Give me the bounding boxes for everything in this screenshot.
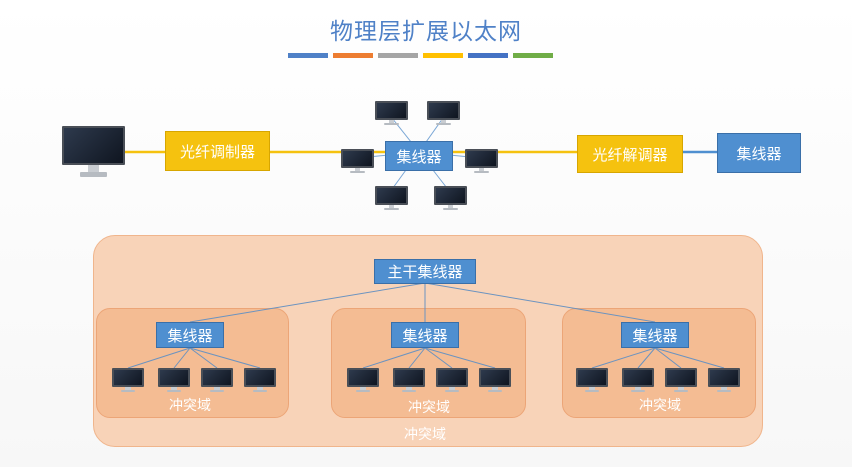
pc-icon (62, 126, 125, 180)
sub-hub-3: 集线器 (621, 322, 689, 348)
title-color-bar (423, 53, 463, 58)
pc-icon (622, 368, 654, 394)
pc-icon (434, 186, 467, 212)
pc-icon (436, 368, 468, 394)
main-hub: 主干集线器 (374, 259, 476, 284)
pc-icon (479, 368, 511, 394)
collision-domain-label-outer: 冲突域 (404, 427, 446, 443)
pc-icon (375, 186, 408, 212)
pc-icon (393, 368, 425, 394)
pc-icon (158, 368, 190, 394)
pc-icon (665, 368, 697, 394)
collision-domain-label-2: 冲突域 (408, 400, 450, 416)
pc-icon (112, 368, 144, 394)
pc-icon (465, 149, 498, 175)
page-title: 物理层扩展以太网 (330, 19, 522, 45)
fiber-demodulator: 光纤解调器 (577, 135, 683, 173)
pc-icon (201, 368, 233, 394)
title-color-bar (468, 53, 508, 58)
title-color-bar (288, 53, 328, 58)
collision-domain-label-1: 冲突域 (169, 398, 211, 414)
pc-icon (427, 101, 460, 127)
pc-icon (347, 368, 379, 394)
pc-icon (576, 368, 608, 394)
right-hub: 集线器 (717, 133, 801, 173)
pc-icon (375, 101, 408, 127)
collision-domain-label-3: 冲突域 (639, 398, 681, 414)
fiber-modulator: 光纤调制器 (165, 131, 270, 171)
title-color-bar (378, 53, 418, 58)
title-color-bar (513, 53, 553, 58)
sub-hub-2: 集线器 (391, 322, 459, 348)
pc-icon (244, 368, 276, 394)
center-hub: 集线器 (385, 141, 453, 171)
pc-icon (708, 368, 740, 394)
pc-icon (341, 149, 374, 175)
title-color-bar (333, 53, 373, 58)
sub-hub-1: 集线器 (156, 322, 224, 348)
